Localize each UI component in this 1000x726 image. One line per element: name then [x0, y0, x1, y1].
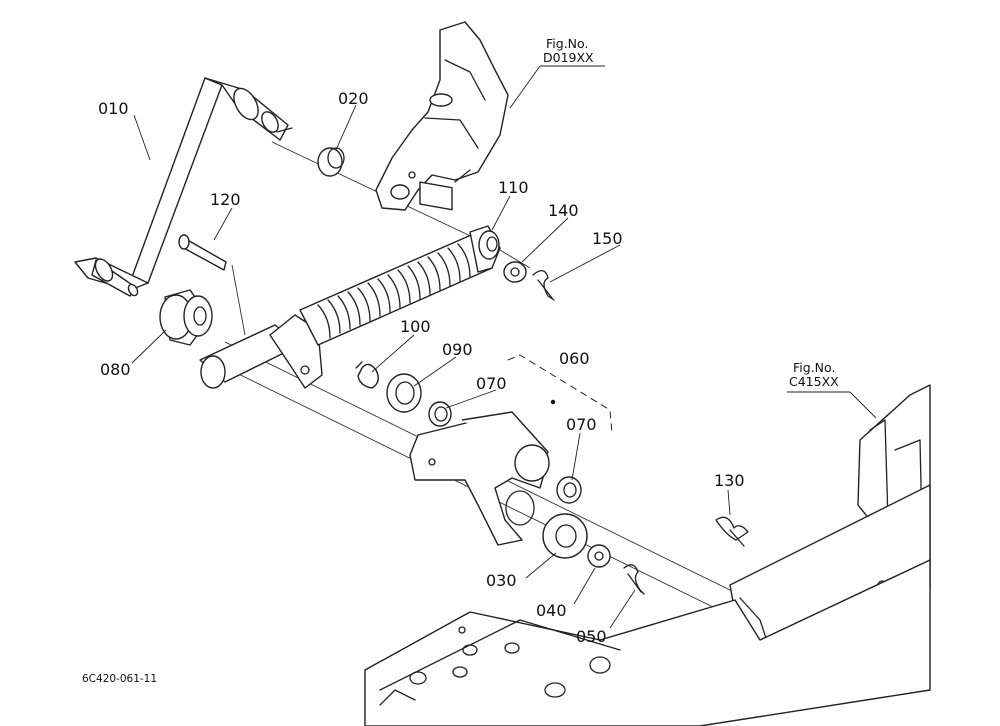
callout-070-left: 070 — [476, 374, 507, 393]
bushing-070-left — [428, 401, 452, 427]
clevis-pin-120 — [178, 234, 227, 271]
assembly-bracket-060 — [507, 354, 613, 435]
figure-ref-right-label: Fig.No. — [793, 360, 835, 375]
callout-050: 050 — [576, 627, 607, 646]
callout-040: 040 — [536, 601, 567, 620]
pedal-rod-010 — [74, 77, 293, 297]
bushing-070-right — [556, 476, 582, 504]
bushing-020 — [317, 147, 345, 177]
callout-labels: 010 020 120 110 140 150 100 090 060 070 … — [98, 89, 745, 646]
callout-090: 090 — [442, 340, 473, 359]
cotter-pin-150 — [532, 270, 555, 301]
callout-080: 080 — [100, 360, 131, 379]
callout-140: 140 — [548, 201, 579, 220]
leader-lines — [131, 65, 877, 629]
figure-ref-right-code: C415XX — [789, 374, 839, 389]
callout-020: 020 — [338, 89, 369, 108]
drawing-code: 6C420-061-11 — [82, 673, 157, 685]
spring-assembly — [199, 225, 501, 389]
roller-080 — [159, 289, 213, 346]
hairpin-130 — [715, 516, 749, 547]
washer-090 — [386, 373, 422, 413]
callout-130: 130 — [714, 471, 745, 490]
callout-110: 110 — [498, 178, 529, 197]
spring-coils — [317, 243, 471, 339]
figure-ref-right: Fig.No. C415XX — [789, 360, 839, 389]
snap-ring-100 — [355, 361, 379, 389]
lower-frame — [364, 559, 931, 726]
figure-ref-top-label: Fig.No. — [546, 36, 588, 51]
arm-060 — [409, 411, 550, 546]
callout-120: 120 — [210, 190, 241, 209]
callout-150: 150 — [592, 229, 623, 248]
figure-ref-top: Fig.No. D019XX — [543, 36, 594, 65]
callout-030: 030 — [486, 571, 517, 590]
callout-010: 010 — [98, 99, 129, 118]
callout-060: 060 — [559, 349, 590, 368]
upper-bracket — [375, 21, 509, 211]
cotter-pin-050 — [623, 564, 645, 595]
washer-040 — [587, 544, 611, 568]
washer-030 — [542, 513, 588, 559]
washer-140 — [503, 261, 527, 283]
figure-ref-top-code: D019XX — [543, 50, 594, 65]
callout-100: 100 — [400, 317, 431, 336]
callout-070-right: 070 — [566, 415, 597, 434]
